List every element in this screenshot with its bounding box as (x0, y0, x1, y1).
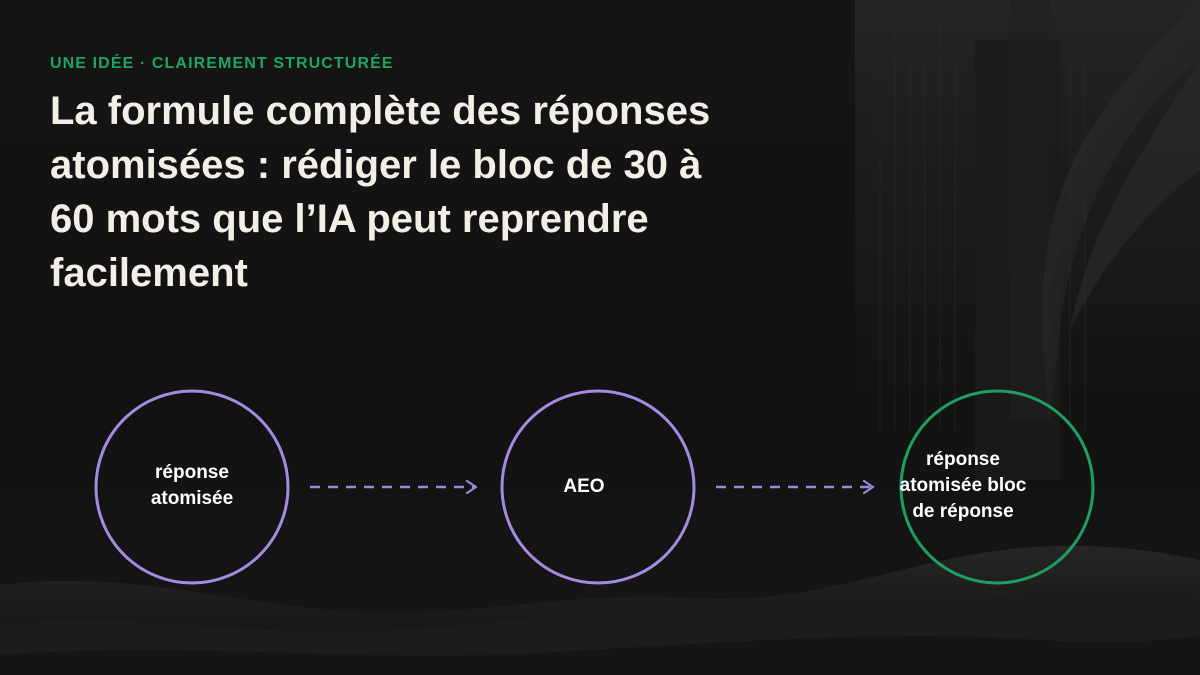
node-label-reponse-atomisee: réponse atomisée (150, 462, 234, 509)
node-label-aeo: AEO (563, 476, 605, 497)
node-circle-bloc-de-reponse (899, 389, 1095, 585)
page-title: La formule complète des réponses atomisé… (50, 89, 711, 295)
bg-ribbon (1070, 60, 1200, 330)
node-label-bloc-de-reponse: réponse atomisée bloc de réponse (899, 449, 1027, 522)
node-circle-aeo (500, 389, 696, 585)
bg-wave (0, 636, 1200, 675)
node-circle-reponse-atomisee (94, 389, 290, 585)
bg-ribbon (1042, 0, 1200, 430)
eyebrow: UNE IDÉE · CLAIREMENT STRUCTURÉE (50, 55, 394, 72)
